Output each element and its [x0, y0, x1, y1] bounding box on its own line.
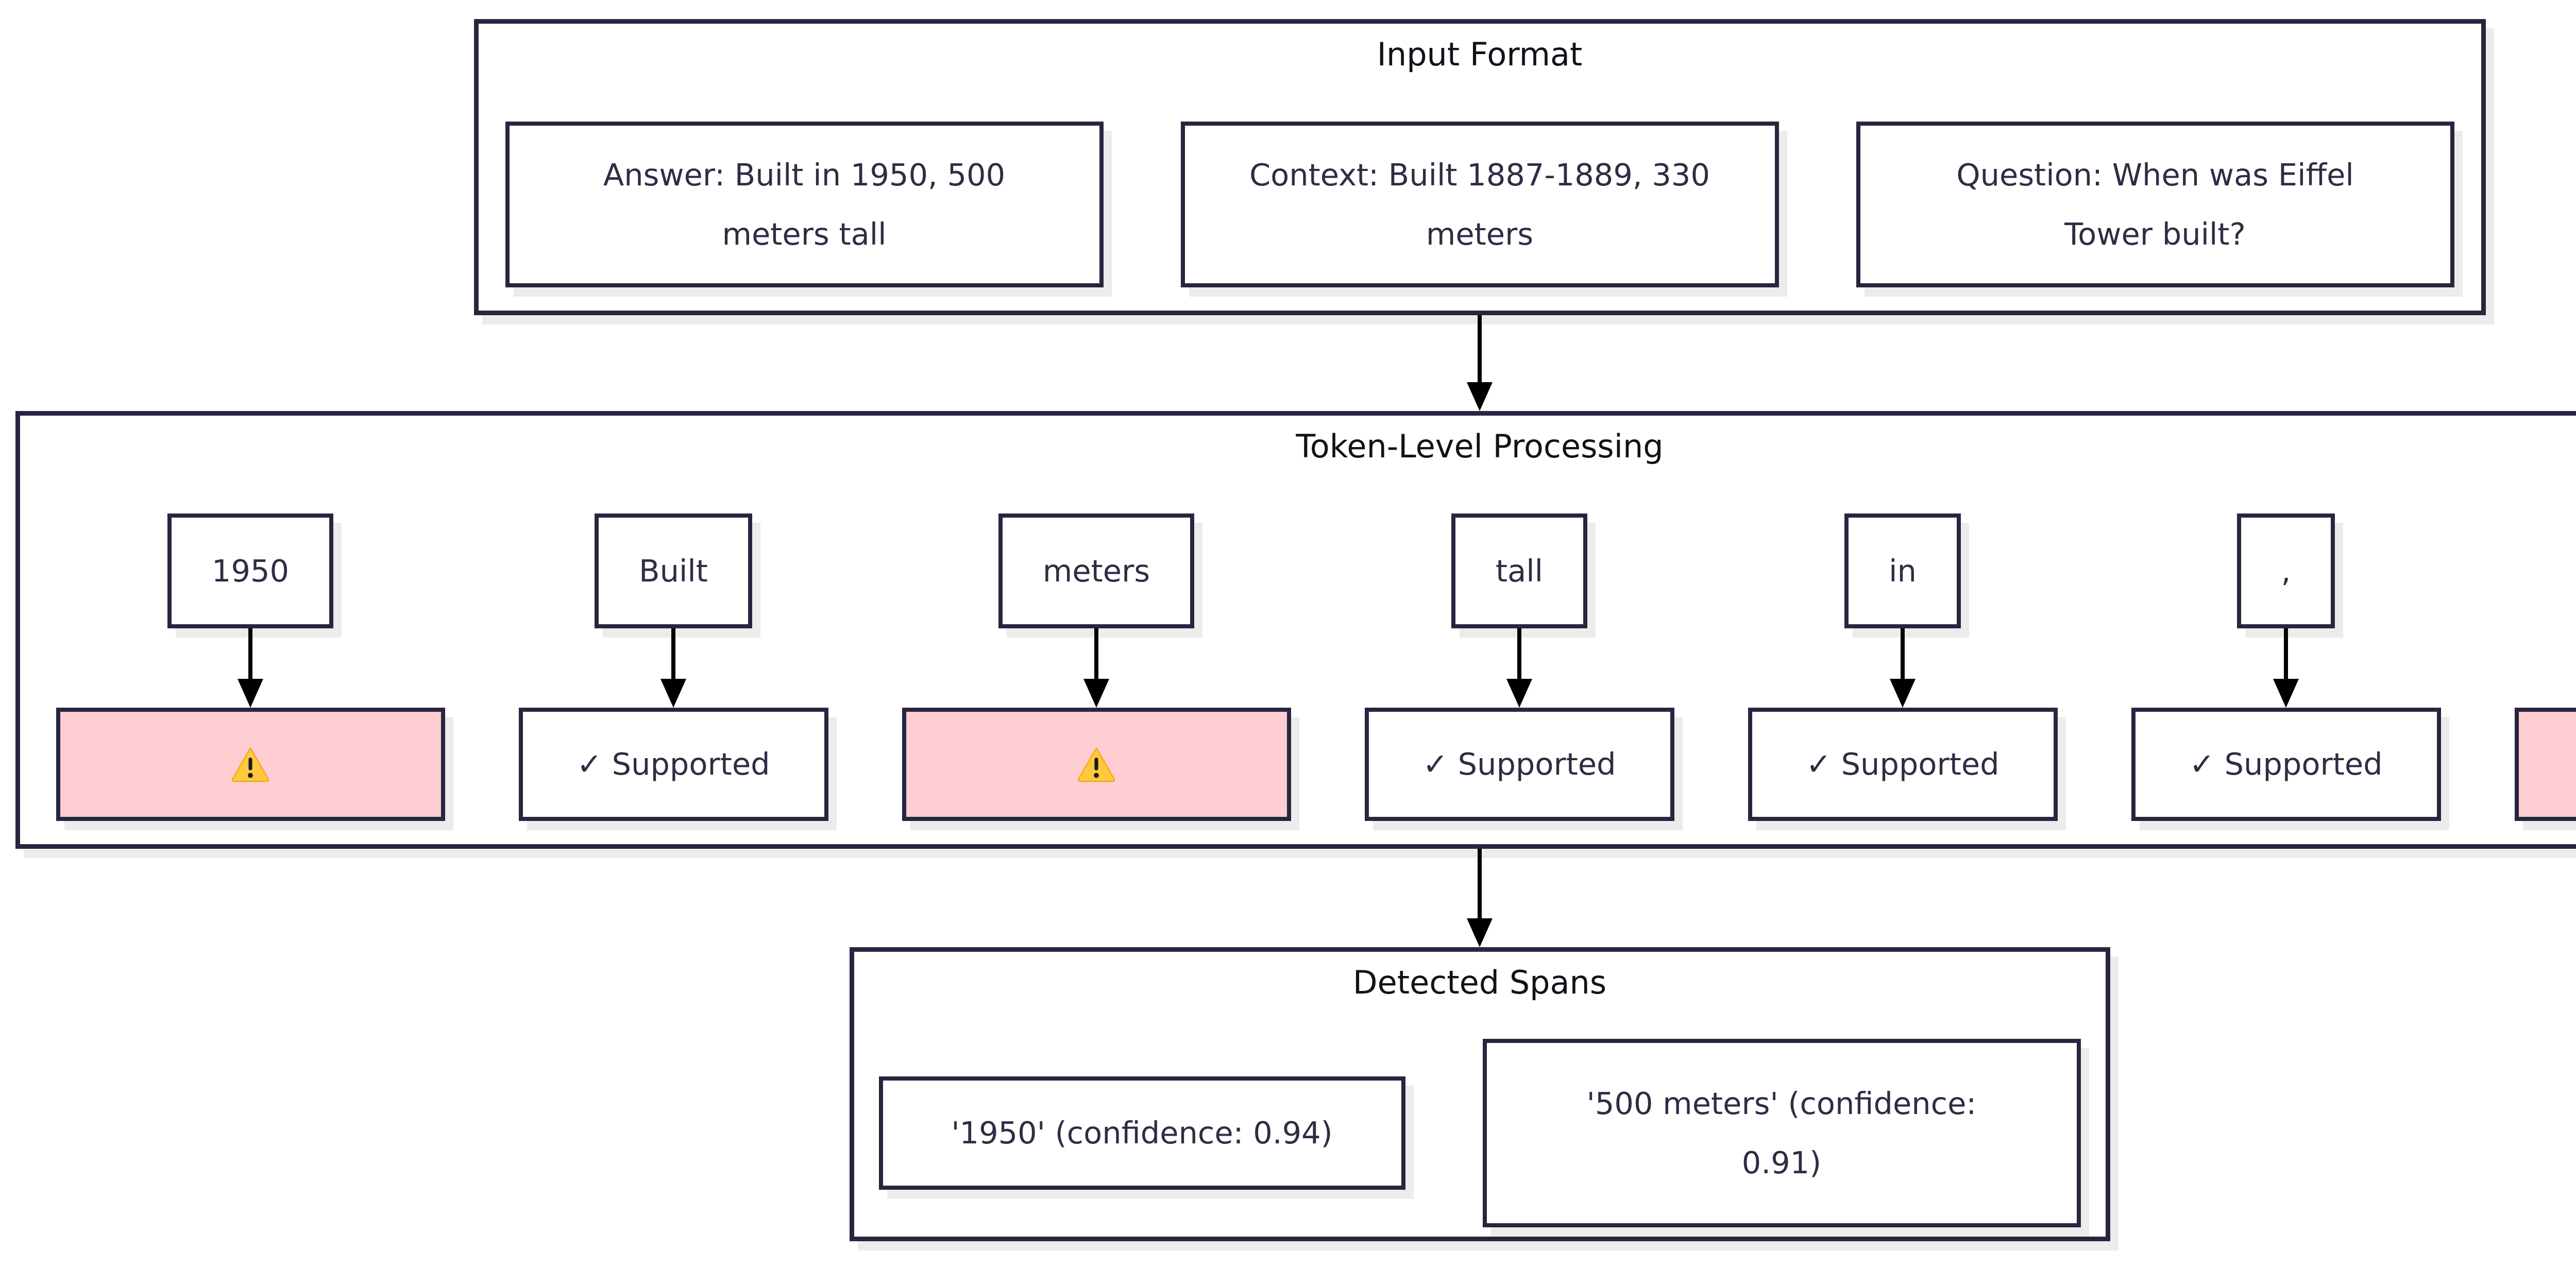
token-group-tall: tall ✓ Supported: [1364, 513, 1674, 821]
arrow-head-icon: [1467, 382, 1493, 411]
arrow-head-icon: [660, 679, 686, 708]
supported-label: ✓ Supported: [1806, 746, 1999, 782]
token-box: ,: [2236, 513, 2335, 628]
detected-spans-section: Detected Spans '1950' (confidence: 0.94)…: [849, 947, 2110, 1241]
span-text: '1950' (confidence: 0.94): [951, 1115, 1333, 1151]
result-box-supported: ✓ Supported: [2131, 708, 2441, 821]
arrow-shaft: [1478, 849, 1482, 918]
token-text: ,: [2281, 553, 2291, 589]
warning-icon: [231, 747, 269, 782]
input-format-title: Input Format: [1377, 36, 1583, 73]
token-text: tall: [1495, 553, 1544, 589]
token-text: in: [1889, 553, 1917, 589]
arrow-token-to-result: [1083, 628, 1109, 708]
arrow-head-icon: [1506, 679, 1532, 708]
result-box-supported: ✓ Supported: [1748, 708, 2058, 821]
token-box: Built: [595, 513, 752, 628]
arrow-token-to-result: [1890, 628, 1916, 708]
result-box-warning: [2514, 708, 2576, 821]
input-box-answer: Answer: Built in 1950, 500 meters tall: [505, 122, 1104, 287]
span-box-500-meters: '500 meters' (confidence: 0.91): [1482, 1039, 2081, 1227]
token-text: Built: [639, 553, 708, 589]
arrow-head-icon: [238, 679, 263, 708]
token-group-meters: meters: [902, 513, 1291, 821]
token-text: meters: [1042, 553, 1150, 589]
result-box-supported: ✓ Supported: [1364, 708, 1674, 821]
arrow-shaft: [1478, 315, 1482, 382]
token-box: tall: [1451, 513, 1588, 628]
token-processing-section: Token-Level Processing 1950: [15, 411, 2576, 849]
arrow-token-to-detected: [1467, 849, 1493, 947]
supported-label: ✓ Supported: [2189, 746, 2383, 782]
span-text: '500 meters' (confidence: 0.91): [1586, 1085, 1977, 1180]
arrow-head-icon: [1467, 918, 1493, 947]
input-format-section: Input Format Answer: Built in 1950, 500 …: [473, 19, 2486, 315]
token-processing-title: Token-Level Processing: [1296, 427, 1664, 465]
token-box: 1950: [167, 513, 334, 628]
arrow-input-to-token: [1467, 315, 1493, 411]
arrow-head-icon: [1890, 679, 1916, 708]
token-group-in: in ✓ Supported: [1748, 513, 2058, 821]
supported-label: ✓ Supported: [1422, 746, 1616, 782]
detected-spans-title: Detected Spans: [1352, 964, 1607, 1001]
token-row: 1950 Built: [20, 513, 2576, 821]
input-box-context-text: Context: Built 1887-1889, 330 meters: [1249, 157, 1710, 252]
arrow-head-icon: [2273, 679, 2299, 708]
arrow-head-icon: [1083, 679, 1109, 708]
warning-icon: [1077, 747, 1115, 782]
result-box-warning: [902, 708, 1291, 821]
token-box: in: [1844, 513, 1961, 628]
arrow-token-to-result: [238, 628, 263, 708]
arrow-token-to-result: [1506, 628, 1532, 708]
arrow-token-to-result: [2273, 628, 2299, 708]
span-box-1950: '1950' (confidence: 0.94): [878, 1076, 1405, 1190]
token-text: 1950: [211, 553, 290, 589]
token-group-built: Built ✓ Supported: [518, 513, 828, 821]
arrow-token-to-result: [660, 628, 686, 708]
input-box-question-text: Question: When was Eiffel Tower built?: [1956, 157, 2354, 252]
token-group-comma: , ✓ Supported: [2131, 513, 2441, 821]
detected-spans-row: '1950' (confidence: 0.94) '500 meters' (…: [878, 1039, 2081, 1227]
token-group-500: 500: [2514, 513, 2576, 821]
input-format-row: Answer: Built in 1950, 500 meters tall C…: [505, 122, 2454, 287]
token-box: meters: [998, 513, 1195, 628]
input-box-answer-text: Answer: Built in 1950, 500 meters tall: [603, 157, 1006, 252]
result-box-warning: [56, 708, 445, 821]
input-box-context: Context: Built 1887-1889, 330 meters: [1180, 122, 1779, 287]
supported-label: ✓ Supported: [577, 746, 770, 782]
input-box-question: Question: When was Eiffel Tower built?: [1856, 122, 2454, 287]
result-box-supported: ✓ Supported: [518, 708, 828, 821]
token-group-1950: 1950: [56, 513, 445, 821]
